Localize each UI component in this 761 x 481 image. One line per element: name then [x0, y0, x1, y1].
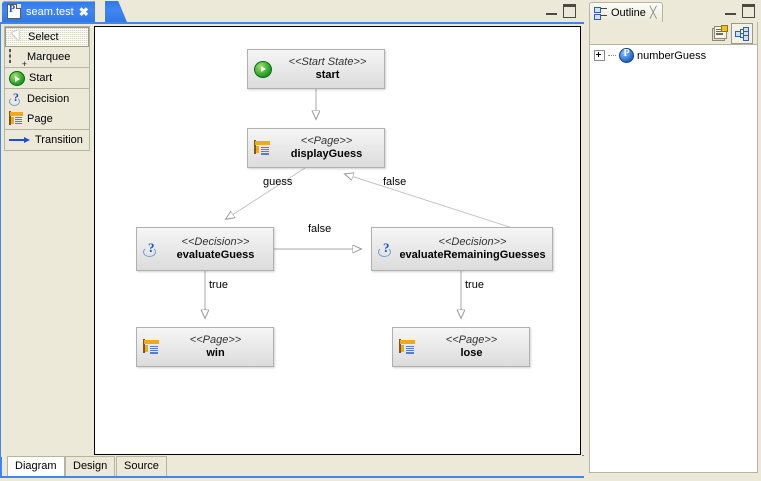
start-state-icon [9, 71, 25, 86]
editor-tab-label: seam.test [26, 5, 74, 18]
edge-label-true-to-win: true [209, 279, 228, 291]
editor-window-controls [546, 4, 576, 18]
palette-item-decision[interactable]: Decision [5, 89, 89, 109]
editor-tab-underline [0, 22, 584, 24]
node-stereotype: <<Page>> [189, 334, 242, 347]
editor-page-tabs: Diagram Design Source [1, 456, 581, 478]
node-text: <<Decision>> evaluateRemainingGuesses [399, 236, 546, 261]
palette-item-label: Decision [27, 93, 70, 105]
process-icon [619, 48, 634, 63]
node-name: start [315, 69, 340, 81]
editor-tab-curve [105, 1, 127, 22]
diagram-node-start[interactable]: <<Start State>> start [247, 49, 385, 89]
close-icon[interactable]: ╳ [649, 7, 657, 19]
diagram-connections [95, 89, 526, 454]
marquee-icon [9, 49, 23, 64]
tab-design[interactable]: Design [65, 456, 116, 476]
node-name: displayGuess [290, 148, 363, 160]
decision-icon [9, 90, 23, 106]
diagram-node-evaluateGuess[interactable]: <<Decision>> evaluateGuess [136, 227, 274, 271]
palette-item-page[interactable]: Page [5, 109, 89, 129]
node-stereotype: <<Start State>> [288, 56, 367, 69]
node-stereotype: <<Decision>> [438, 236, 507, 249]
expand-icon[interactable] [594, 50, 605, 61]
tree-layout-icon[interactable] [731, 22, 753, 44]
editor-tab-seam-test[interactable]: seam.test ✖ [2, 1, 95, 22]
editor-part: seam.test ✖ Select Marqu [0, 0, 584, 481]
cursor-icon [10, 30, 24, 44]
tab-source[interactable]: Source [116, 456, 167, 476]
palette: Select Marquee Start [4, 26, 90, 455]
process-file-icon [7, 4, 21, 19]
diagram-node-displayGuess[interactable]: <<Page>> displayGuess [247, 128, 385, 168]
page-icon [254, 140, 270, 155]
palette-item-label: Page [27, 113, 53, 125]
diagram-canvas[interactable]: <<Start State>> start <<Page>> displayGu… [94, 26, 581, 455]
palette-group-connections: Transition [4, 129, 90, 151]
page-icon [143, 339, 159, 354]
tree-item-numberGuess[interactable]: numberGuess [590, 45, 757, 63]
editor-body: Select Marquee Start [1, 24, 582, 457]
minimize-icon[interactable] [546, 4, 557, 15]
tab-diagram[interactable]: Diagram [7, 456, 65, 476]
outline-icon [594, 6, 607, 20]
palette-group-start: Start [4, 67, 90, 88]
transition-arrow-icon [9, 135, 31, 145]
tree-item-label: numberGuess [637, 49, 707, 62]
page-icon [9, 111, 23, 126]
node-stereotype: <<Page>> [300, 135, 353, 148]
node-text: <<Page>> displayGuess [275, 135, 378, 160]
outline-toolbar [589, 22, 758, 45]
node-name: lose [460, 347, 483, 359]
node-text: <<Page>> lose [420, 334, 523, 359]
outline-tree[interactable]: numberGuess [589, 45, 758, 473]
edge-label-false-to-displayGuess: false [383, 176, 407, 188]
palette-item-marquee[interactable]: Marquee [5, 47, 89, 67]
maximize-icon[interactable] [563, 4, 576, 18]
close-icon[interactable]: ✖ [78, 4, 89, 19]
page-icon [399, 339, 415, 354]
node-name: win [206, 347, 225, 359]
palette-item-label: Start [29, 72, 53, 84]
node-stereotype: <<Page>> [445, 334, 498, 347]
palette-item-start[interactable]: Start [5, 68, 89, 88]
palette-item-select[interactable]: Select [5, 27, 89, 47]
outline-view-part: Outline ╳ numberGuess [586, 0, 761, 481]
edge-label-true-to-lose: true [465, 279, 484, 291]
stacked-pages-icon[interactable] [709, 24, 729, 43]
palette-item-label: Transition [35, 134, 83, 146]
diagram-node-lose[interactable]: <<Page>> lose [392, 327, 530, 367]
node-stereotype: <<Decision>> [181, 236, 250, 249]
node-name: evaluateGuess [176, 249, 255, 261]
start-state-icon [254, 61, 272, 78]
window-bottom-trim [0, 478, 761, 481]
palette-group-nodes: Decision Page [4, 88, 90, 129]
tree-connector [608, 54, 616, 57]
decision-icon [143, 240, 159, 257]
edge-label-false-to-evaluateRemainingGuesses: false [308, 223, 332, 235]
editor-bottom-border [0, 476, 584, 478]
node-text: <<Page>> win [164, 334, 267, 359]
maximize-icon[interactable] [742, 4, 755, 18]
diagram-node-win[interactable]: <<Page>> win [136, 327, 274, 367]
palette-item-transition[interactable]: Transition [5, 130, 89, 150]
palette-group-tools: Select Marquee [4, 26, 90, 67]
outline-view-tab[interactable]: Outline ╳ [589, 2, 664, 22]
node-name: evaluateRemainingGuesses [399, 249, 546, 261]
diagram-node-evaluateRemainingGuesses[interactable]: <<Decision>> evaluateRemainingGuesses [371, 227, 553, 271]
outline-tab-label: Outline [611, 6, 646, 19]
node-text: <<Start State>> start [277, 56, 378, 81]
palette-item-label: Select [28, 31, 59, 43]
palette-item-label: Marquee [27, 51, 71, 63]
outline-window-controls [725, 4, 755, 18]
minimize-icon[interactable] [725, 4, 736, 15]
decision-icon [378, 240, 394, 257]
node-text: <<Decision>> evaluateGuess [164, 236, 267, 261]
edge-label-guess: guess [263, 176, 293, 188]
